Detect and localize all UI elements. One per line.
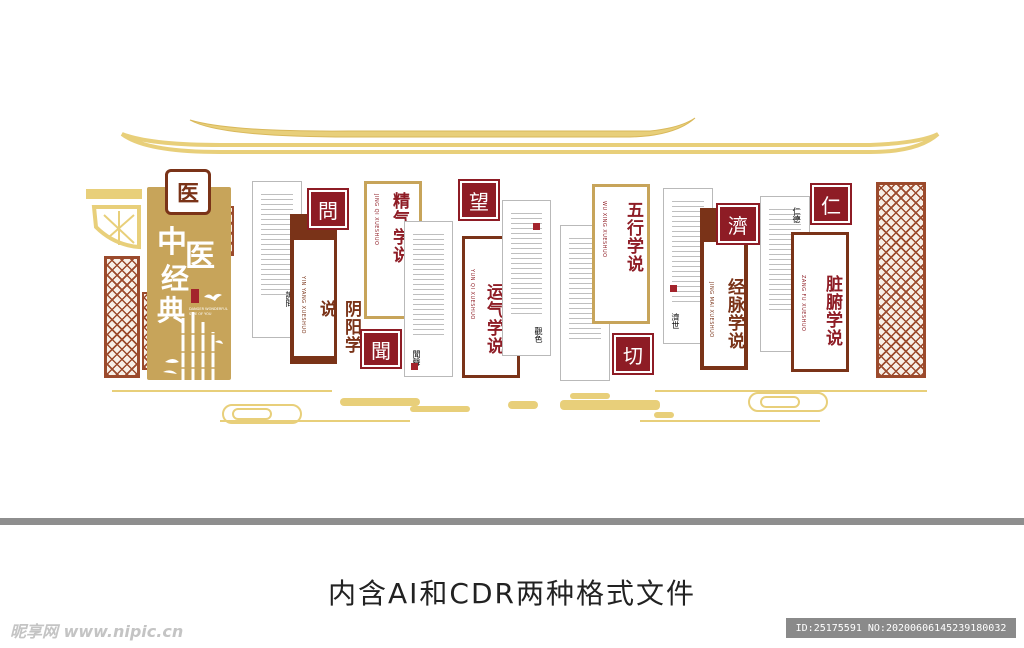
cloud-bar (560, 400, 660, 410)
seal-badge: 医 (165, 169, 211, 215)
section-card-1: 阴阳学说 YIN YANG XUESHUO (290, 214, 361, 364)
cloud-bar (340, 398, 420, 406)
cloud-ornament-right-2 (760, 396, 800, 408)
main-title-panel: 医 中 医 经 典 DANGER WONDERFUL SIDE OF YOU (147, 169, 231, 380)
section-title-1: 阴阳学说 (316, 300, 361, 354)
site-watermark: 昵享网 www.nipic.cn (10, 622, 184, 641)
section-title-4: 五行学说 (623, 201, 643, 273)
section-pinyin-4: WU XING XUESHUO (601, 201, 607, 258)
image-id-bar: ID:25175591 NO:20200606145239180032 (786, 618, 1016, 638)
red-seal-stamp (191, 289, 199, 303)
badge-wen-2: 聞 (360, 329, 402, 369)
badge-char-1: 問 (318, 198, 338, 223)
panel-caption-2: 聞聲 (412, 350, 421, 366)
bamboo-illustration (163, 312, 223, 380)
badge-qie-4: 切 (612, 333, 654, 375)
ground-line-lower-right (640, 420, 820, 422)
ground-line-lower-left (220, 420, 410, 422)
badge-wen-1: 問 (307, 188, 349, 230)
badge-char-6: 仁 (821, 193, 841, 218)
title-box-5: 经脉学说 JING MAI XUESHUO (704, 242, 744, 366)
seal-mark (533, 223, 540, 230)
title-char-4: 典 (157, 294, 186, 327)
section-pinyin-1: YIN YANG XUESHUO (300, 276, 306, 334)
badge-wang-3: 望 (458, 179, 500, 221)
cloud-ornament-right (748, 392, 828, 412)
badge-ren-6: 仁 (810, 183, 852, 225)
badge-char-4: 切 (623, 343, 643, 368)
text-panel-2: 聞聲 (404, 221, 453, 377)
seal-char: 医 (176, 181, 199, 207)
image-id-text: ID:25175591 NO:20200606145239180032 (795, 622, 1007, 634)
panel-caption-5: 濟世 (671, 313, 680, 329)
cloud-bar (508, 401, 538, 409)
section-pinyin-3: YUN QI XUESHUO (469, 269, 475, 320)
title-char-1: 中 (157, 225, 187, 260)
badge-ji-5: 濟 (716, 203, 760, 245)
text-panel-3: 觀色 (502, 200, 551, 356)
title-char-3: 经 (161, 262, 190, 295)
panel-caption-6: 仁德 (792, 207, 801, 223)
section-pinyin-6: ZANG FU XUESHUO (800, 275, 806, 332)
badge-char-2: 聞 (371, 338, 391, 363)
section-pinyin-2: JING QI XUESHUO (373, 194, 379, 246)
cloud-bar (654, 412, 674, 418)
seal-mark (670, 285, 677, 292)
title-char-2: 医 (185, 239, 215, 274)
ground-line-left (112, 390, 332, 392)
seal-mark (411, 363, 418, 370)
section-title-6: 脏腑学说 (822, 275, 842, 347)
section-title-3: 运气学说 (483, 283, 503, 355)
badge-char-5: 濟 (728, 213, 748, 238)
gray-divider (0, 518, 1024, 525)
left-eave-ornament (86, 189, 142, 250)
cloud-bar (570, 393, 610, 399)
section-title-5: 经脉学说 (724, 278, 744, 350)
cloud-ornament-left (222, 404, 302, 424)
left-lattice-tall (104, 256, 140, 378)
format-caption: 内含AI和CDR两种格式文件 (328, 577, 696, 610)
section-card-4: 五行学说 WU XING XUESHUO (592, 184, 650, 324)
cloud-ornament-left-2 (232, 408, 272, 420)
section-pinyin-5: JING MAI XUESHUO (708, 282, 714, 338)
roof-ornament (120, 117, 940, 154)
ground-line-right (655, 390, 927, 392)
panel-caption-1: 詢問 (284, 291, 295, 307)
bird-icon (204, 293, 222, 301)
cloud-bar (410, 406, 470, 412)
panel-subtitle: DANGER WONDERFUL SIDE OF YOU (189, 307, 228, 316)
right-lattice (876, 182, 926, 378)
panel-caption-3: 觀色 (534, 327, 543, 343)
badge-char-3: 望 (469, 189, 489, 214)
title-box-1: 阴阳学说 YIN YANG XUESHUO (294, 240, 361, 356)
section-card-6: 脏腑学说 ZANG FU XUESHUO (791, 232, 849, 372)
